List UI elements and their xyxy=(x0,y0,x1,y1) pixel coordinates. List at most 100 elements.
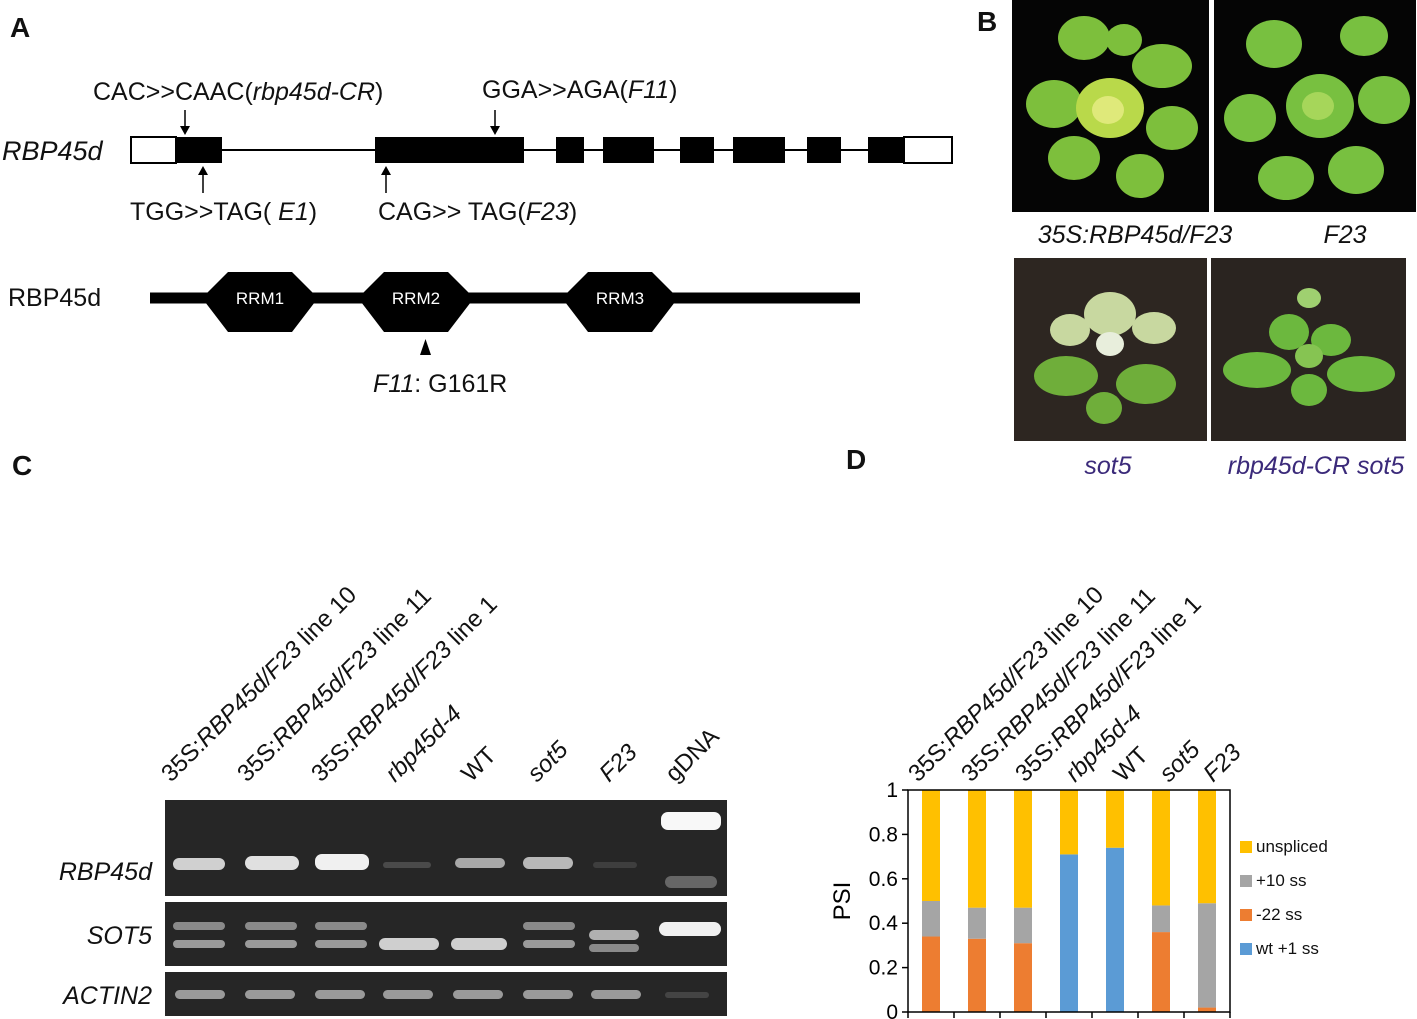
lane-label-8: gDNA xyxy=(660,722,725,788)
arrowhead-f11 xyxy=(420,339,431,355)
bar-segment xyxy=(922,901,940,937)
y-tick-label: 1 xyxy=(886,779,898,802)
gel-band xyxy=(245,856,299,870)
gel-band xyxy=(665,992,709,998)
mutation-cr-label: CAC>>CAAC(rbp45d-CR) xyxy=(93,78,384,106)
protein-mutation-label: F11: G161R xyxy=(373,370,508,398)
bar-segment xyxy=(1198,790,1216,904)
gel-band xyxy=(523,922,575,930)
gel-band xyxy=(451,938,507,950)
gel-band xyxy=(665,876,717,888)
mutation-f23-label: CAG>> TAG(F23) xyxy=(378,198,578,226)
y-tick-label: 0.6 xyxy=(869,868,898,891)
bar-segment xyxy=(1060,790,1078,855)
gel-band xyxy=(173,922,225,930)
bar-segment xyxy=(968,938,986,1012)
bar-segment xyxy=(1014,907,1032,944)
gel-band xyxy=(245,990,295,999)
legend-label-unspliced: unspliced xyxy=(1256,837,1328,856)
y-tick-label: 0.4 xyxy=(869,912,899,935)
gene-structure-diagram xyxy=(130,110,953,355)
caption-f23: F23 xyxy=(1323,221,1367,249)
domain-rrm1-shape xyxy=(202,272,318,332)
arrow-e1 xyxy=(198,166,208,175)
domain-rrm1-label: RRM1 xyxy=(235,289,285,308)
gel-band xyxy=(245,940,297,948)
gel-band xyxy=(523,857,573,869)
bar-segment xyxy=(922,790,940,901)
exon-4 xyxy=(603,137,654,163)
domain-rrm2-shape xyxy=(358,272,474,332)
plot-frame xyxy=(907,789,1231,1013)
gel-band xyxy=(591,990,641,999)
gel-row-label-actin2: ACTIN2 xyxy=(63,982,152,1010)
utr-5prime xyxy=(130,136,177,164)
bar-segment xyxy=(1152,905,1170,933)
lane-label-7: F23 xyxy=(594,738,643,788)
exon-2 xyxy=(375,137,524,163)
gel-band xyxy=(379,938,439,950)
utr-3prime xyxy=(903,136,953,164)
legend-swatch-plus10ss xyxy=(1240,875,1252,887)
exon-5 xyxy=(680,137,714,163)
legend-swatch-minus22ss xyxy=(1240,909,1252,921)
bar-segment xyxy=(968,907,986,939)
gel-band xyxy=(455,858,505,868)
gel-band xyxy=(315,854,369,870)
legend-label-minus22ss: -22 ss xyxy=(1256,905,1303,924)
caption-sot5: sot5 xyxy=(1084,452,1132,480)
bar-segment xyxy=(1014,943,1032,1012)
bar-segment xyxy=(1198,903,1216,1008)
bar-segment xyxy=(1198,1007,1216,1012)
gel-band xyxy=(383,990,433,999)
exon-7 xyxy=(807,137,841,163)
caption-rbp45d-cr-sot5: rbp45d-CR sot5 xyxy=(1227,452,1405,480)
exon-8 xyxy=(868,137,904,163)
gene-name-label: RBP45d xyxy=(2,136,103,166)
bar-segment xyxy=(1106,847,1124,1012)
bar-segment xyxy=(1152,932,1170,1012)
legend-label-wt1ss: wt +1 ss xyxy=(1256,939,1319,958)
y-axis-label: PSI xyxy=(829,882,856,921)
mutation-e1-label: TGG>>TAG( E1) xyxy=(130,198,318,226)
gel-rbp45d xyxy=(165,800,727,896)
arrow-f11 xyxy=(490,126,500,135)
bar-segment xyxy=(1014,790,1032,908)
mutation-f11-label: GGA>>AGA(F11) xyxy=(482,76,678,104)
gel-sot5 xyxy=(165,902,727,966)
domain-rrm2-label: RRM2 xyxy=(391,289,441,308)
gel-band xyxy=(453,990,503,999)
arrow-f23 xyxy=(381,166,391,175)
legend-swatch-wt1ss xyxy=(1240,943,1252,955)
photo-sot5 xyxy=(1014,258,1207,441)
panel-label-a: A xyxy=(10,12,31,43)
gel-band xyxy=(245,922,297,930)
protein-name-label: RBP45d xyxy=(8,284,102,312)
panel-label-b: B xyxy=(977,6,998,37)
gel-band xyxy=(315,940,367,948)
exon-1 xyxy=(176,137,222,163)
gel-band xyxy=(589,944,639,952)
legend-label-plus10ss: +10 ss xyxy=(1256,871,1307,890)
panel-label-c: C xyxy=(12,450,33,481)
arrow-cr xyxy=(180,126,190,135)
domain-rrm3-shape xyxy=(562,272,678,332)
bar-segment xyxy=(968,790,986,908)
bar-segment xyxy=(1106,790,1124,848)
gel-band xyxy=(589,930,639,940)
domain-rrm3-label: RRM3 xyxy=(595,289,645,308)
gel-band xyxy=(523,990,573,999)
gel-row-label-rbp45d: RBP45d xyxy=(58,858,152,886)
gel-band xyxy=(661,812,721,830)
gel-band xyxy=(523,940,575,948)
gel-band xyxy=(593,862,637,868)
gel-band xyxy=(659,922,721,936)
gel-row-label-sot5: SOT5 xyxy=(86,922,152,950)
y-tick-label: 0 xyxy=(886,1001,898,1019)
gel-actin2 xyxy=(165,972,727,1016)
lane-label-6: sot5 xyxy=(522,736,574,788)
gel-band xyxy=(173,940,225,948)
photo-rbp45d-cr-sot5 xyxy=(1211,258,1406,441)
lane-label-5: WT xyxy=(456,741,502,788)
